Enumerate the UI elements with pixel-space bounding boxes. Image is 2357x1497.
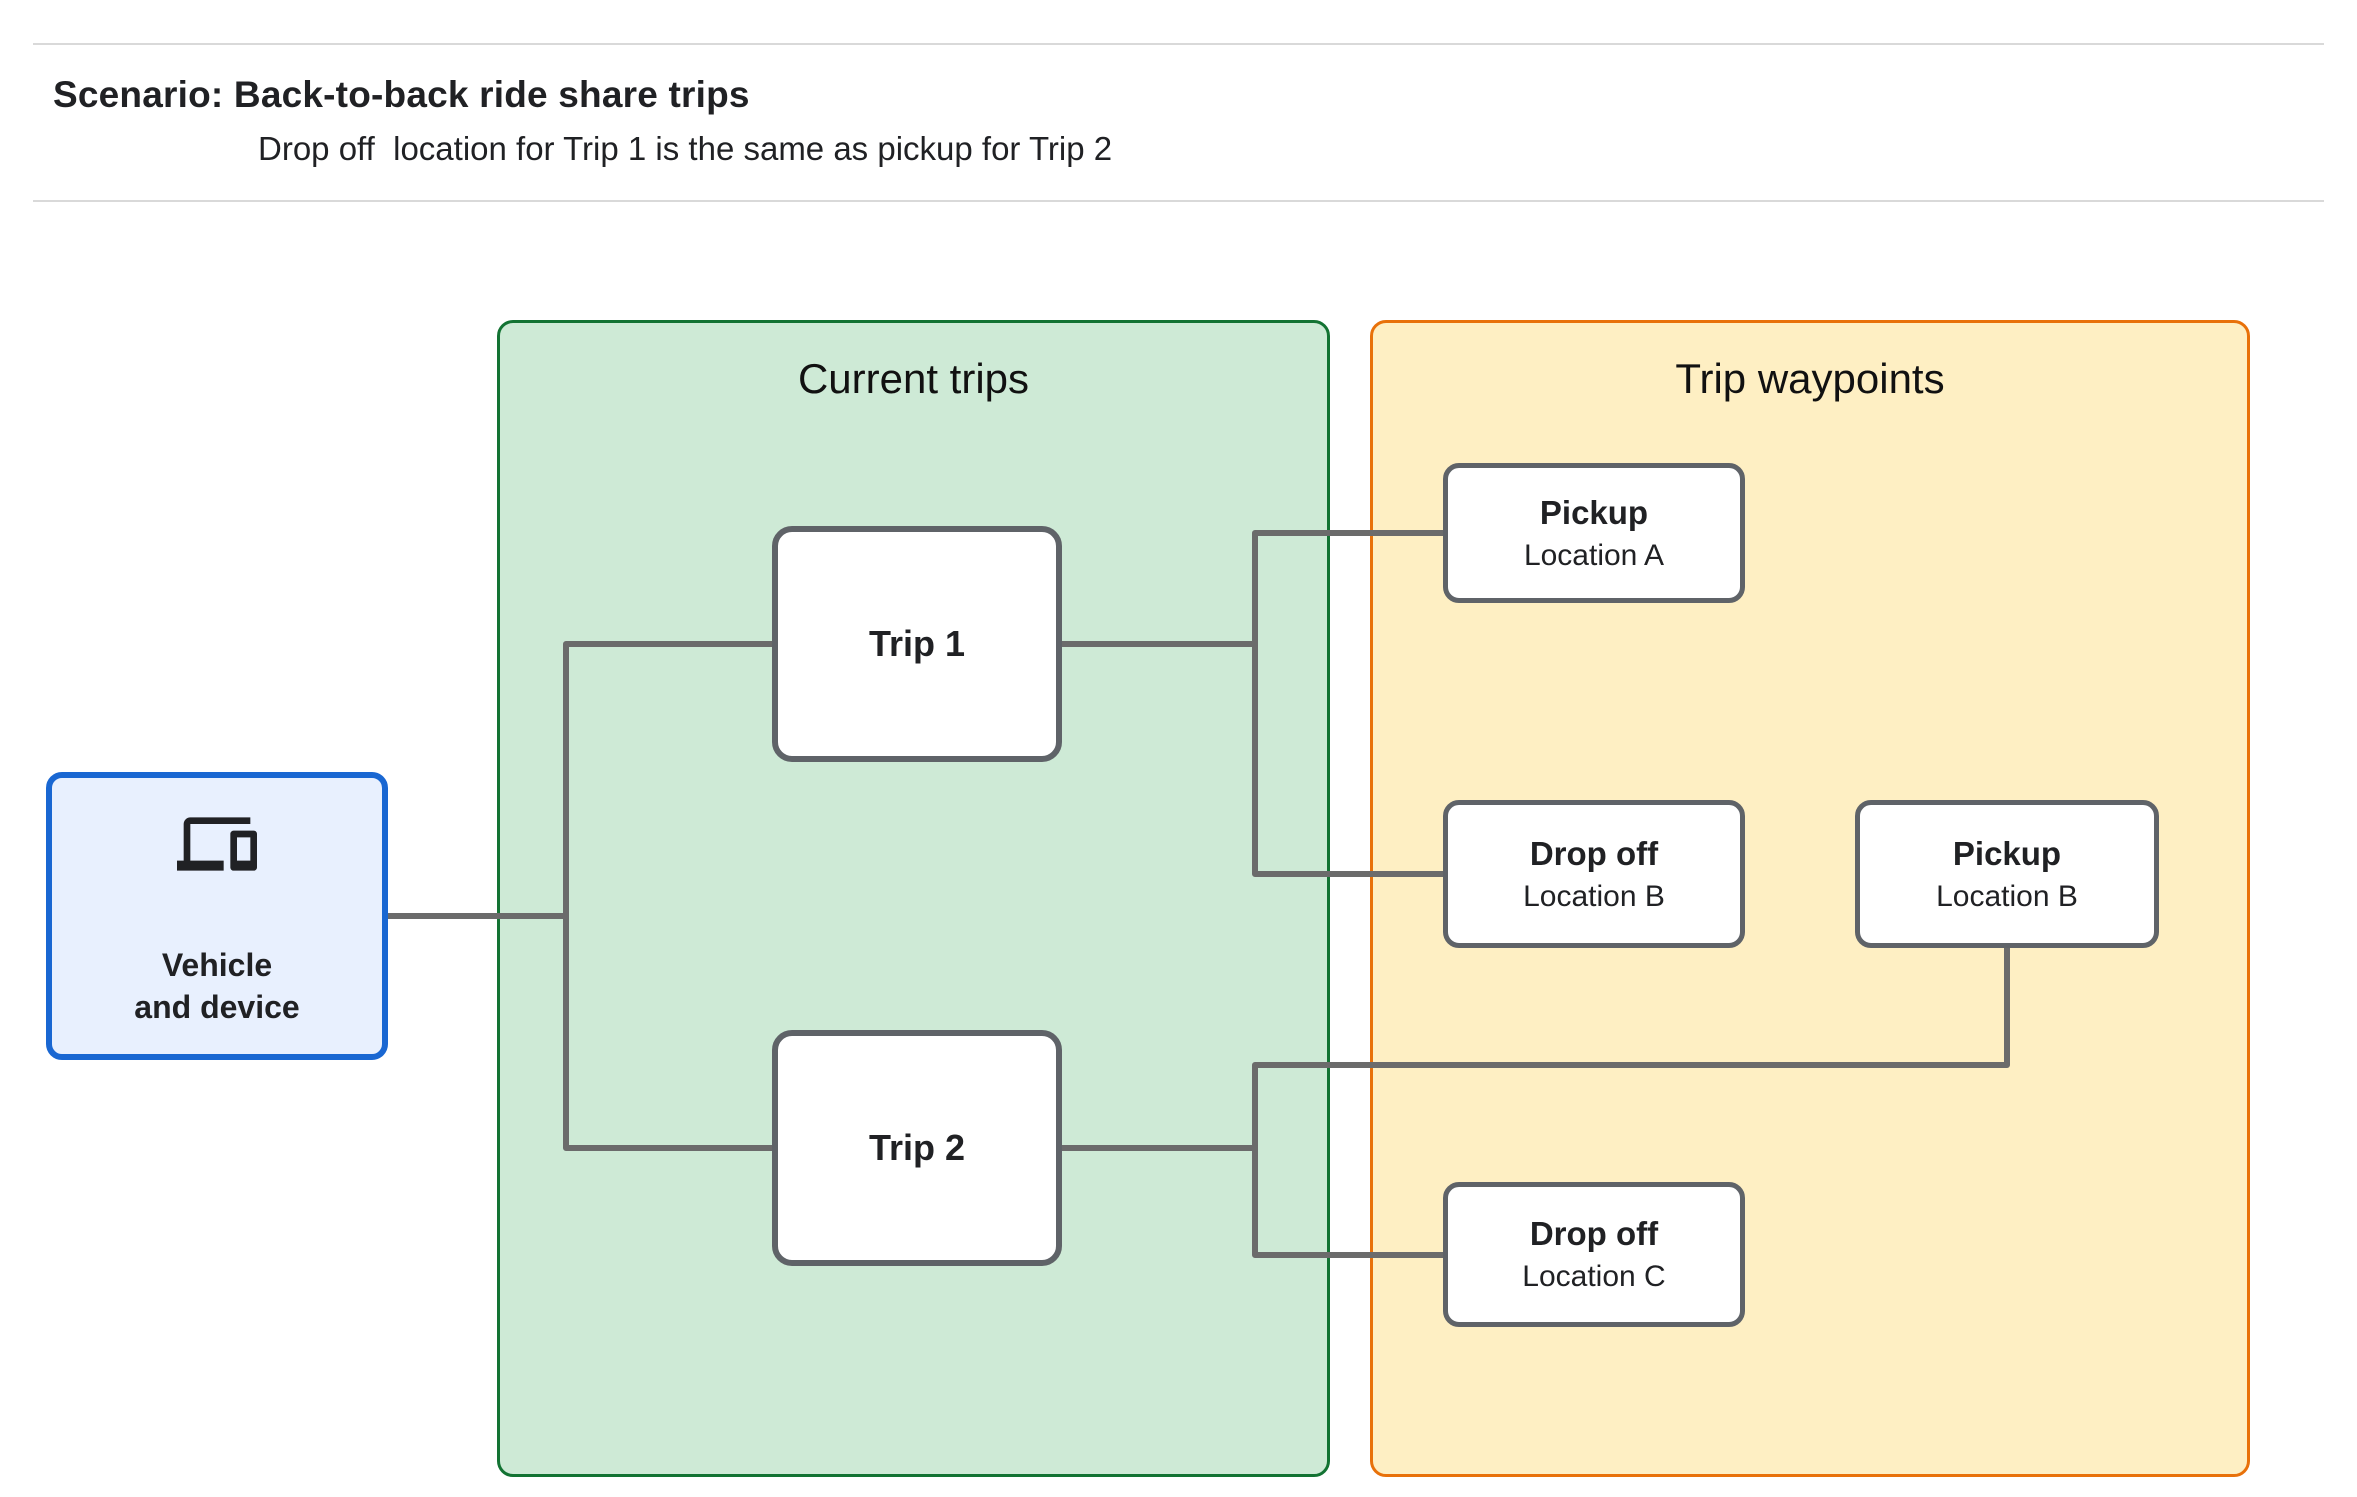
vehicle-node-label: Vehicle and device: [134, 946, 300, 1025]
connector-trip1-to-waypoints: [1062, 530, 1443, 877]
waypoint-location-label: Location C: [1522, 1260, 1666, 1293]
waypoint-location-label: Location B: [1936, 879, 2078, 913]
waypoint-type-label: Pickup: [1952, 834, 2062, 872]
waypoint-location-label: Location A: [1523, 538, 1665, 572]
devices-icon: [177, 817, 257, 871]
page-subtitle: Drop off location for Trip 1 is the same…: [258, 130, 1113, 167]
trip-2-label: Trip 2: [868, 1127, 966, 1168]
waypoint-type-label: Pickup: [1539, 493, 1649, 531]
trip-waypoints-title: Trip waypoints: [1675, 355, 1945, 402]
current-trips-panel: Current trips: [497, 320, 1330, 1477]
waypoint-type-label: Drop off: [1529, 834, 1659, 872]
waypoint-dropoff-location-c: Drop off Location C: [1443, 1182, 1745, 1327]
waypoint-type-label: Drop off: [1529, 1215, 1659, 1252]
current-trips-title: Current trips: [797, 355, 1030, 402]
trip-1-node: Trip 1: [772, 526, 1062, 762]
waypoint-dropoff-location-b: Drop off Location B: [1443, 800, 1745, 948]
header-bottom-divider: [33, 200, 2324, 202]
header-top-divider: [33, 43, 2324, 45]
waypoint-pickup-location-b: Pickup Location B: [1855, 800, 2159, 948]
vehicle-and-device-node: Vehicle and device: [46, 772, 388, 1060]
trip-2-node: Trip 2: [772, 1030, 1062, 1266]
page-title: Scenario: Back-to-back ride share trips: [53, 74, 750, 115]
waypoint-location-label: Location B: [1523, 879, 1665, 913]
waypoint-pickup-location-a: Pickup Location A: [1443, 463, 1745, 603]
connector-vehicle-to-trips: [388, 641, 772, 1151]
connector-trip2-to-waypoints: [1062, 948, 2010, 1258]
trip-1-label: Trip 1: [868, 623, 966, 664]
